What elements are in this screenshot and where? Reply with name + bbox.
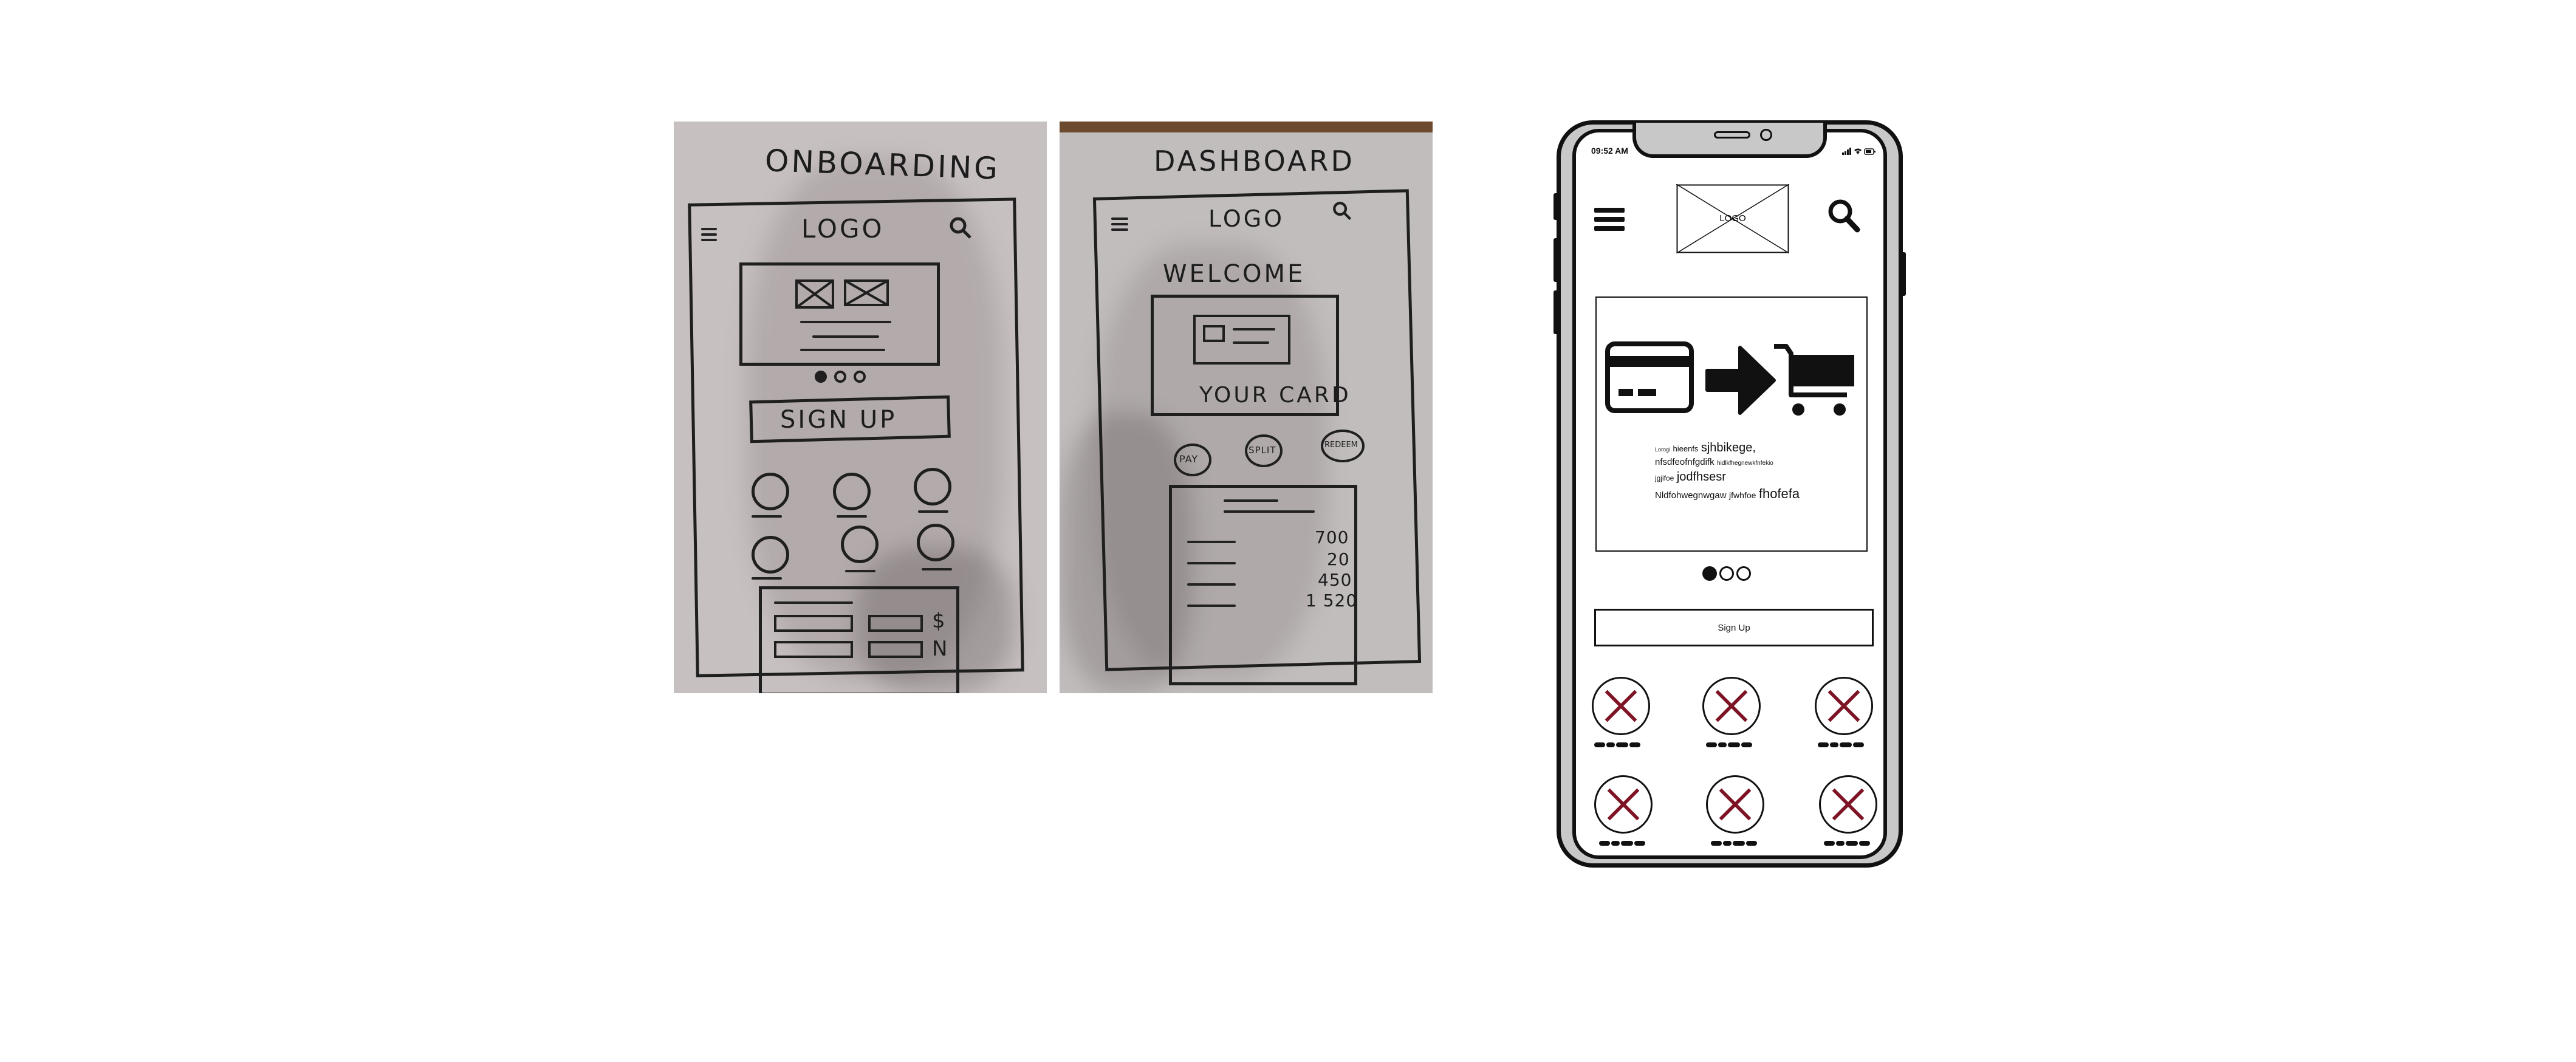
front-camera: [1760, 129, 1772, 141]
search-icon: [948, 216, 973, 242]
onboarding-sketch-photo: ONBOARDING LOGO SIGN UP $ N: [674, 122, 1047, 693]
carousel-word: hieenfs: [1673, 444, 1699, 453]
sign-up-label: Sign Up: [1718, 622, 1750, 633]
image-placeholder-icon: [794, 278, 891, 315]
grid-item-image[interactable]: [1819, 775, 1877, 834]
volume-up-button: [1553, 238, 1560, 282]
sketch-amount: 20: [1327, 549, 1350, 569]
grid-item-label: [1818, 742, 1866, 747]
logo-label: LOGO: [1719, 213, 1746, 224]
carousel-card[interactable]: Lorogi hieenfs sjhbikege, nfsdfeofnfgdif…: [1595, 296, 1868, 552]
carousel-word: jgjifoe: [1655, 474, 1674, 482]
grid-item-label: [1711, 841, 1759, 846]
sketch-amount: 1 520: [1306, 591, 1358, 611]
grid-item-label: [1706, 742, 1755, 747]
pagination-dot-active[interactable]: [1702, 566, 1717, 581]
arrow-right-icon: [1702, 340, 1778, 423]
phone-screen: 09:52 AM LOGO Lorogi hieenfs sj: [1572, 129, 1887, 859]
logo-placeholder: LOGO: [1676, 183, 1790, 254]
sketch-signup-label: SIGN UP: [780, 406, 897, 434]
speaker-grille: [1714, 131, 1750, 139]
credit-card-icon: [1605, 341, 1694, 416]
grid-item-image[interactable]: [1815, 677, 1873, 735]
sketch-amount: 450: [1318, 570, 1352, 590]
grid-item-image[interactable]: [1706, 775, 1764, 834]
grid-item-image[interactable]: [1702, 677, 1761, 735]
status-icons: [1842, 147, 1876, 159]
sketch-logo: LOGO: [801, 214, 885, 244]
power-button: [1900, 252, 1906, 296]
search-icon: [1332, 200, 1352, 224]
volume-down-button: [1553, 290, 1560, 334]
dashboard-sketch-photo: DASHBOARD LOGO WELCOME YOUR CARD PAY SPL…: [1060, 122, 1433, 693]
carousel-word: nfsdfeofnfgdifk: [1655, 457, 1714, 467]
carousel-word: Lorogi: [1655, 447, 1671, 453]
sketch-logo: LOGO: [1208, 205, 1285, 232]
sketch-card-caption: YOUR CARD: [1199, 383, 1351, 408]
status-time: 09:52 AM: [1591, 146, 1628, 156]
grid-item-label: [1594, 742, 1643, 747]
sketch-title: DASHBOARD: [1154, 145, 1355, 177]
grid-item-image[interactable]: [1594, 775, 1653, 834]
phone-notch: [1632, 123, 1827, 158]
pagination-dot[interactable]: [1736, 566, 1751, 581]
sketch-chip-pay: PAY: [1179, 453, 1199, 465]
carousel-word: sjhbikege,: [1701, 441, 1756, 454]
sketch-title: ONBOARDING: [764, 143, 1001, 187]
sketch-carousel-box: [739, 262, 940, 366]
sketch-amount: 700: [1315, 527, 1349, 547]
carousel-word: hidlkfhegnewkfnfekio: [1717, 460, 1773, 467]
sketch-chip-split: SPLIT: [1249, 445, 1276, 456]
carousel-pagination: [1702, 564, 1757, 582]
sketch-chip-redeem: REDEEM: [1324, 440, 1358, 450]
carousel-word: jodfhsesr: [1676, 470, 1726, 484]
grid-item-image[interactable]: [1592, 677, 1650, 735]
sign-up-button[interactable]: Sign Up: [1594, 609, 1874, 646]
sketch-welcome: WELCOME: [1163, 260, 1306, 288]
shopping-cart-icon: [1773, 343, 1859, 422]
hamburger-menu-icon[interactable]: [1594, 208, 1625, 231]
grid-item-label: [1599, 841, 1648, 846]
currency-symbol-ngn: N: [932, 637, 950, 661]
carousel-word: Nldfohwegnwgaw: [1655, 490, 1727, 501]
grid-item-label: [1824, 841, 1872, 846]
sketch-transactions-box: [1169, 485, 1357, 685]
pagination-dot[interactable]: [1719, 566, 1734, 581]
mute-switch: [1553, 193, 1560, 220]
carousel-word: jfwhfoe: [1729, 490, 1756, 500]
sketch-currency-converter: [759, 586, 959, 693]
sketch-card-box: [1151, 295, 1339, 416]
currency-symbol-usd: $: [932, 609, 948, 633]
carousel-word: fhofefa: [1758, 486, 1800, 501]
search-icon[interactable]: [1827, 198, 1861, 236]
